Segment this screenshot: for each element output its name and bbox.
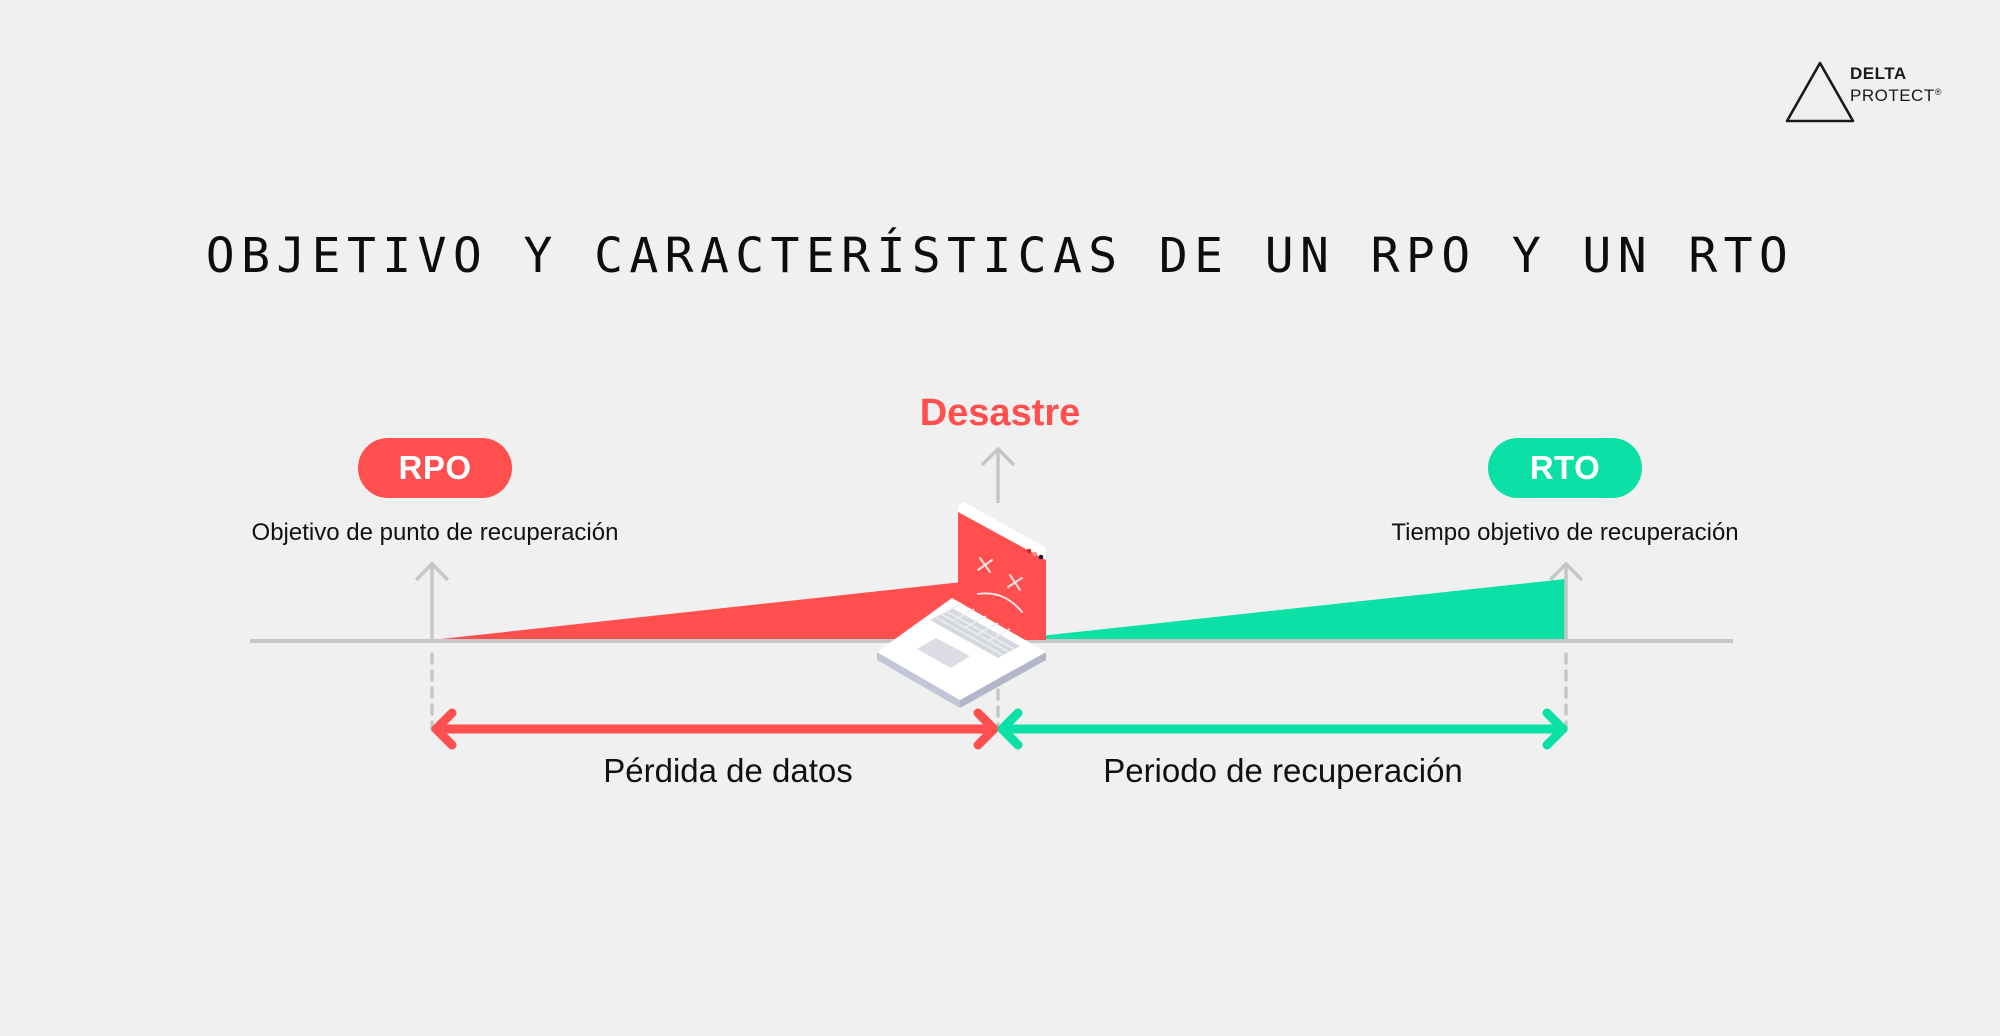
recovery-period-label: Periodo de recuperación (1103, 752, 1463, 789)
data-loss-span-arrow-icon (431, 708, 999, 750)
data-loss-wedge (432, 582, 962, 640)
trademark-symbol: ® (1934, 87, 1942, 97)
rpo-marker-arrow-icon (414, 561, 450, 640)
rto-description: Tiempo objetivo de recuperación (1391, 519, 1739, 546)
delta-protect-logo: DELTA PROTECT® (1784, 58, 1954, 126)
rto-marker-arrow-icon (1548, 561, 1584, 640)
broken-laptop-icon (877, 502, 1046, 708)
logo-text-protect-word: PROTECT (1850, 86, 1935, 105)
rto-badge: RTO (1488, 438, 1642, 498)
rpo-badge: RPO (358, 438, 512, 498)
triangle-outline-icon (1785, 61, 1855, 123)
disaster-label: Desastre (919, 392, 1081, 434)
disaster-marker-arrow-icon (980, 446, 1016, 503)
logo-text-delta: DELTA (1850, 64, 1907, 83)
data-loss-period-label: Pérdida de datos (603, 752, 853, 789)
recovery-wedge (1040, 579, 1565, 640)
logo-text-protect: PROTECT® (1850, 86, 1942, 106)
recovery-span-arrow-icon (997, 708, 1568, 750)
rpo-description: Objetivo de punto de recuperación (251, 519, 619, 546)
page-title: OBJETIVO Y CARACTERÍSTICAS DE UN RPO Y U… (205, 228, 1795, 284)
